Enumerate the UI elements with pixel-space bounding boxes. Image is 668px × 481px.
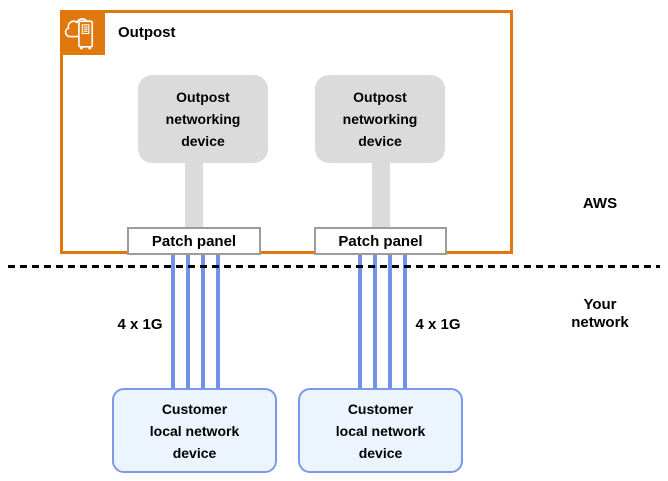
outpost-networking-device-2: Outpost networking device — [315, 75, 445, 163]
aws-outposts-icon — [60, 10, 105, 55]
aws-network-boundary-line — [8, 265, 660, 268]
your-network-side-label: Your network — [571, 296, 629, 331]
link-speed-label-left: 4 x 1G — [117, 316, 163, 333]
outpost-networking-device-1: Outpost networking device — [138, 75, 268, 163]
outpost-group-box — [60, 10, 513, 254]
cable-line — [171, 255, 175, 389]
aws-side-label: AWS — [582, 195, 618, 212]
device-to-panel-connector-2 — [372, 159, 390, 229]
customer-local-network-device-2: Customer local network device — [298, 388, 463, 473]
cable-line — [216, 255, 220, 389]
customer-local-network-device-1: Customer local network device — [112, 388, 277, 473]
cable-line — [388, 255, 392, 389]
cable-line — [403, 255, 407, 389]
outpost-group-label: Outpost — [118, 24, 176, 41]
link-speed-label-right: 4 x 1G — [415, 316, 461, 333]
cable-line — [373, 255, 377, 389]
patch-panel-1: Patch panel — [127, 227, 261, 255]
cable-line — [186, 255, 190, 389]
device-to-panel-connector-1 — [185, 159, 203, 229]
cable-line — [201, 255, 205, 389]
cable-line — [358, 255, 362, 389]
patch-panel-2: Patch panel — [314, 227, 447, 255]
